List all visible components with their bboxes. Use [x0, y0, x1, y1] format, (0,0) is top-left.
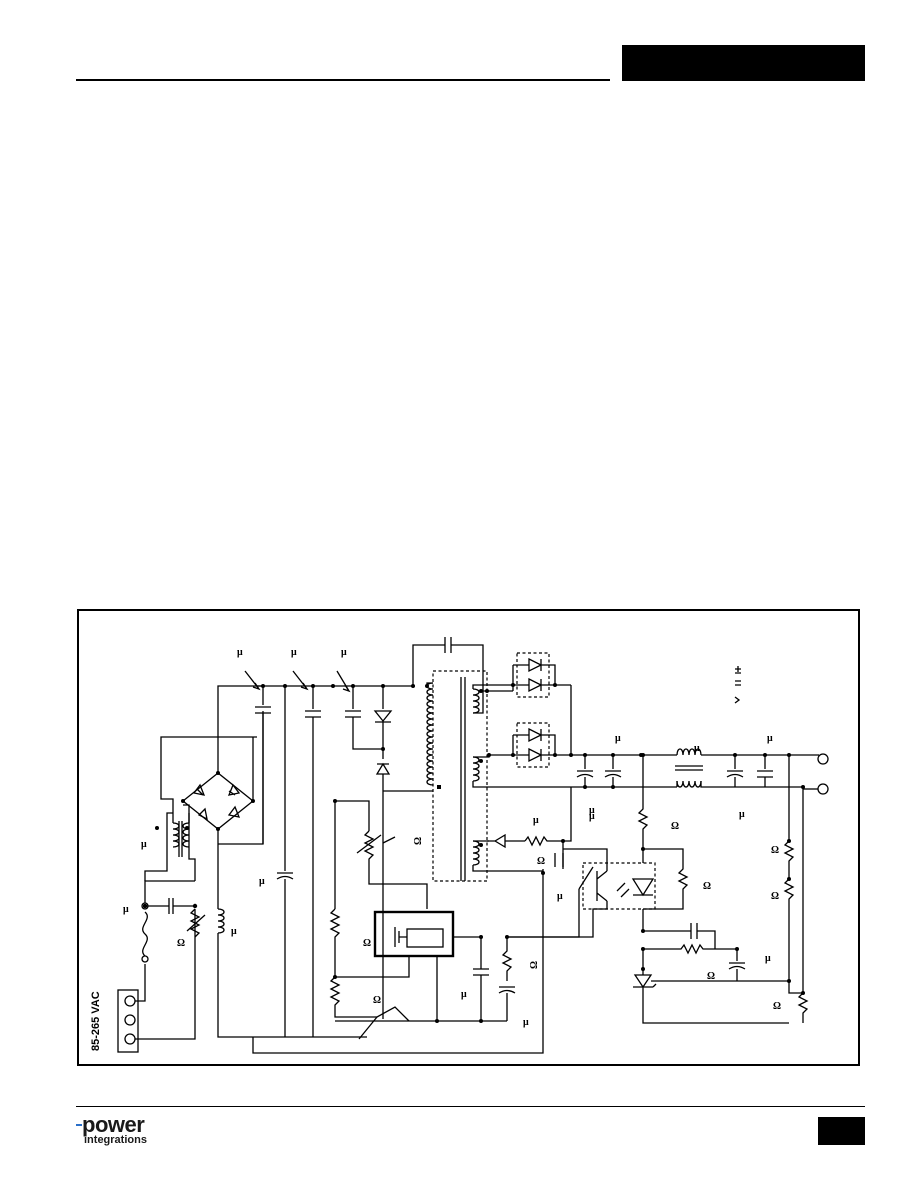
pot-label-omega: Ω	[413, 837, 424, 845]
opto-res-label-omega: Ω	[703, 881, 711, 892]
bias-cap-label-mu: μ	[533, 815, 539, 826]
inductor-label-mu: μ	[694, 743, 700, 754]
fb-label-mu: μ	[589, 805, 595, 816]
cap-label-1: μ	[237, 647, 243, 658]
ic-label-omega: Ω	[363, 938, 371, 949]
input-connector	[117, 989, 139, 1053]
cap-label-3: μ	[341, 647, 347, 658]
header-title-block	[622, 45, 865, 81]
output-inductor	[675, 748, 703, 788]
inductor-left-label-mu: μ	[231, 926, 237, 937]
power-integrations-logo: power integrations	[76, 1112, 176, 1152]
header-rule	[76, 79, 610, 81]
input-inductor	[217, 908, 225, 934]
output-terminals	[817, 753, 829, 795]
bias-cap2-label-mu: μ	[557, 891, 563, 902]
logo-word-power: power	[82, 1112, 145, 1137]
cap-label-2: μ	[291, 647, 297, 658]
common-mode-choke	[155, 821, 190, 857]
comp-res-label-omega: Ω	[707, 971, 715, 982]
led-res-label-omega: Ω	[671, 821, 679, 832]
x-capacitor	[165, 898, 195, 914]
xcap-label-mu: μ	[123, 904, 129, 915]
out-cap-label-mu: μ	[615, 733, 621, 744]
out-res-label-mu: μ	[589, 811, 595, 822]
input-voltage-label: 85-265 VAC	[90, 991, 102, 1051]
logo-accent	[76, 1124, 82, 1126]
optocoupler	[582, 862, 656, 910]
bulk-capacitors	[255, 684, 385, 1037]
ic-cap-label-mu: μ	[461, 989, 467, 1000]
transformer	[426, 670, 488, 882]
bridge-rectifier	[181, 771, 255, 831]
page-number-block	[818, 1117, 865, 1145]
fuse	[141, 902, 149, 963]
controller-ic	[373, 910, 455, 958]
footer-rule	[76, 1106, 865, 1107]
clamp-diodes	[373, 686, 393, 1019]
bulk-label-mu: μ	[259, 876, 265, 887]
circuit-schematic: 85-265 VAC	[90, 637, 829, 1054]
div-res3-label-omega: Ω	[773, 1001, 781, 1012]
output-diode-2	[516, 722, 550, 768]
schematic-frame	[77, 609, 860, 1066]
choke-label-mu: μ	[141, 839, 147, 850]
comp-cap-label-mu: μ	[765, 953, 771, 964]
bias-res-label-omega: Ω	[537, 856, 545, 867]
div-res1-label-omega: Ω	[771, 845, 779, 856]
return-label-omega: Ω	[373, 995, 381, 1006]
ic-rc-label-mu: μ	[523, 1017, 529, 1028]
sense-label-mu: μ	[739, 809, 745, 820]
post-cap-label-mu: μ	[767, 733, 773, 744]
thermistor-label-omega: Ω	[177, 938, 185, 949]
output-diode-1	[516, 652, 550, 698]
input-label: 85-265 VAC	[90, 991, 102, 1051]
div-res2-label-omega: Ω	[771, 891, 779, 902]
ic-res-label-omega: Ω	[529, 961, 540, 969]
logo-word-integrations: integrations	[84, 1134, 147, 1146]
